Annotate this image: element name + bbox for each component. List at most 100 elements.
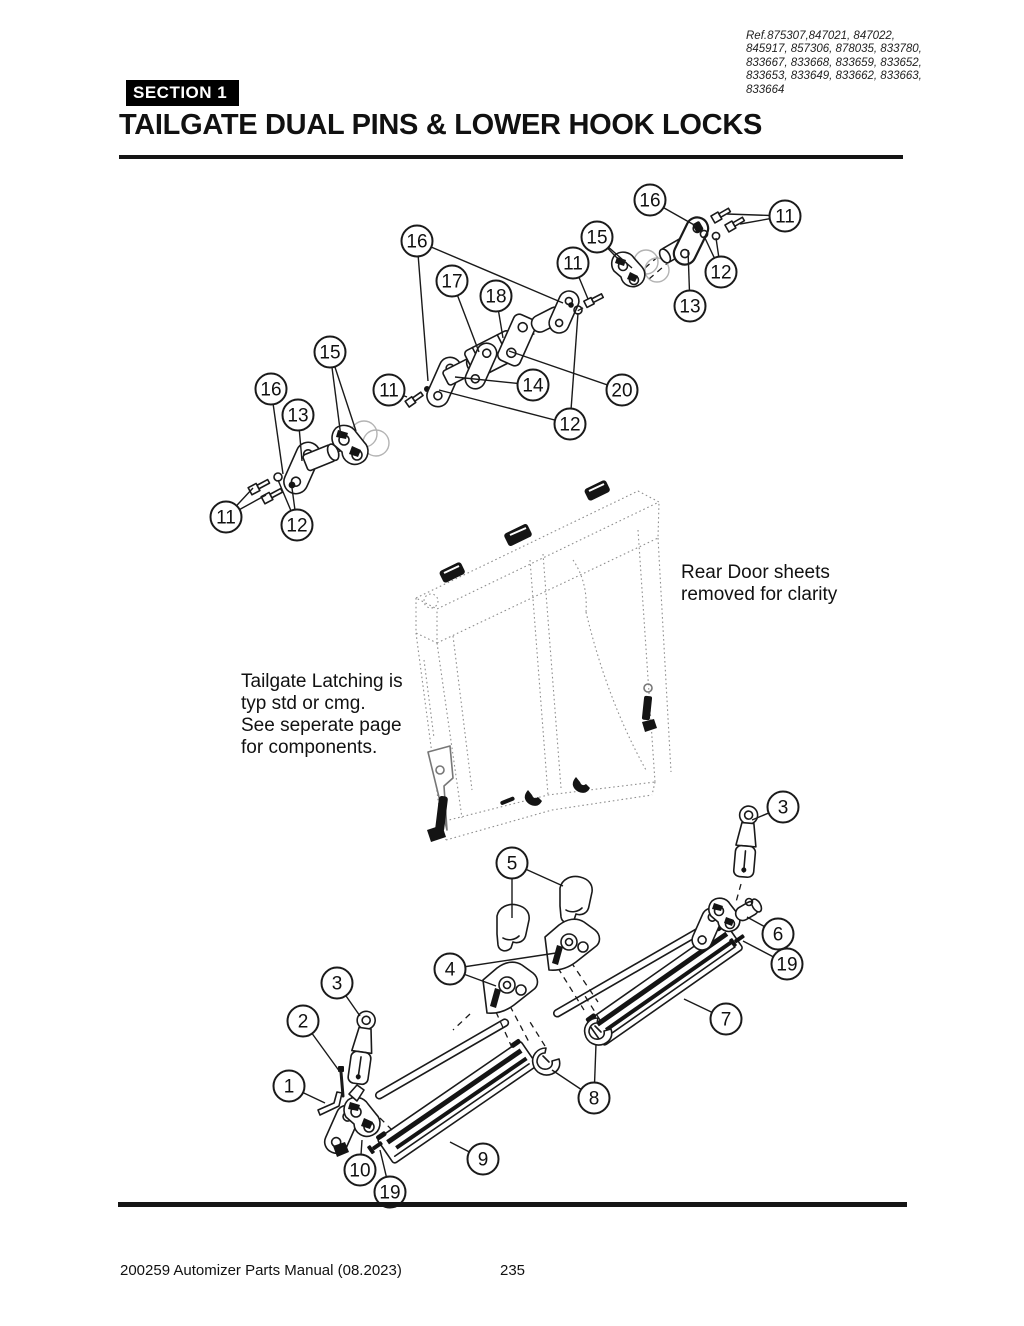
rail-7 bbox=[585, 922, 743, 1046]
svg-text:11: 11 bbox=[775, 207, 795, 228]
note-rear-door: Rear Door sheets removed for clarity bbox=[681, 562, 838, 605]
screw-19-left bbox=[367, 1141, 383, 1155]
svg-text:13: 13 bbox=[679, 297, 700, 318]
svg-text:3: 3 bbox=[332, 974, 343, 995]
svg-text:20: 20 bbox=[611, 381, 632, 402]
rail-9 bbox=[376, 1039, 538, 1164]
hook-left bbox=[531, 1047, 561, 1076]
svg-text:12: 12 bbox=[559, 415, 580, 436]
callout-14: 14 bbox=[516, 368, 550, 402]
svg-text:15: 15 bbox=[586, 228, 607, 249]
callout-19: 19 bbox=[373, 1175, 407, 1209]
footer-text: 200259 Automizer Parts Manual (08.2023) bbox=[120, 1262, 402, 1279]
svg-text:2: 2 bbox=[298, 1012, 309, 1033]
screw-19-right bbox=[729, 934, 745, 948]
leader-line bbox=[449, 952, 557, 970]
svg-text:12: 12 bbox=[710, 263, 731, 284]
callout-7: 7 bbox=[709, 1002, 743, 1036]
callout-16: 16 bbox=[254, 372, 288, 406]
hinge-bracket-right bbox=[544, 918, 601, 971]
svg-text:11: 11 bbox=[379, 381, 399, 402]
callout-9: 9 bbox=[466, 1142, 500, 1176]
lower-hook-assembly bbox=[317, 805, 763, 1164]
svg-text:13: 13 bbox=[287, 406, 308, 427]
leader-line bbox=[438, 389, 571, 425]
callout-19: 19 bbox=[770, 947, 804, 981]
callout-18: 18 bbox=[479, 279, 513, 313]
callout-4: 4 bbox=[433, 952, 467, 986]
callout-3: 3 bbox=[766, 790, 800, 824]
callout-16: 16 bbox=[400, 224, 434, 258]
tube-left bbox=[374, 1018, 510, 1100]
svg-text:1: 1 bbox=[284, 1077, 295, 1098]
svg-text:7: 7 bbox=[721, 1010, 732, 1031]
svg-text:5: 5 bbox=[507, 854, 518, 875]
corner-bumper-right bbox=[559, 875, 593, 924]
svg-text:16: 16 bbox=[260, 380, 281, 401]
pin-assembly-right bbox=[610, 207, 746, 288]
note-tailgate-latching: Tailgate Latching is typ std or cmg. See… bbox=[241, 671, 403, 758]
svg-text:10: 10 bbox=[349, 1161, 370, 1182]
svg-text:19: 19 bbox=[776, 955, 797, 976]
turnbuckle-left bbox=[347, 1010, 376, 1086]
door-frame-latches bbox=[427, 480, 657, 842]
reference-numbers: Ref.875307,847021, 847022, 845917, 85730… bbox=[746, 30, 922, 96]
svg-text:11: 11 bbox=[563, 254, 583, 275]
lower-latch-right bbox=[691, 897, 763, 951]
pin-assembly-left bbox=[247, 390, 424, 505]
lower-latch-left bbox=[323, 1084, 381, 1157]
svg-text:14: 14 bbox=[522, 376, 544, 397]
svg-text:11: 11 bbox=[216, 508, 236, 529]
callout-10: 10 bbox=[343, 1153, 377, 1187]
callout-12: 12 bbox=[553, 407, 587, 441]
callout-12: 12 bbox=[280, 508, 314, 542]
page-title: TAILGATE DUAL PINS & LOWER HOOK LOCKS bbox=[119, 109, 763, 141]
leader-line bbox=[508, 350, 623, 391]
turnbuckle-right bbox=[732, 805, 759, 879]
callout-15: 15 bbox=[313, 335, 347, 369]
door-frame bbox=[414, 490, 672, 841]
callout-11: 11 bbox=[556, 246, 590, 280]
callout-3: 3 bbox=[320, 966, 354, 1000]
callout-11: 11 bbox=[209, 500, 243, 534]
callout-13: 13 bbox=[673, 289, 707, 323]
svg-text:18: 18 bbox=[485, 287, 506, 308]
leader-line bbox=[569, 312, 579, 425]
svg-text:9: 9 bbox=[478, 1150, 489, 1171]
svg-text:16: 16 bbox=[406, 232, 427, 253]
svg-text:16: 16 bbox=[639, 191, 660, 212]
corner-bumper-left bbox=[496, 903, 530, 952]
callout-16: 16 bbox=[633, 183, 667, 217]
svg-text:17: 17 bbox=[441, 272, 462, 293]
footer-rule bbox=[118, 1202, 907, 1207]
svg-text:3: 3 bbox=[778, 798, 789, 819]
callout-20: 20 bbox=[605, 373, 639, 407]
svg-text:6: 6 bbox=[773, 925, 784, 946]
callout-13: 13 bbox=[281, 398, 315, 432]
clip-1 bbox=[317, 1091, 343, 1116]
section-badge: SECTION 1 bbox=[126, 80, 240, 106]
leader-line bbox=[416, 240, 429, 382]
callout-15: 15 bbox=[580, 220, 614, 254]
callout-2: 2 bbox=[286, 1004, 320, 1038]
svg-text:8: 8 bbox=[589, 1089, 600, 1110]
svg-text:19: 19 bbox=[379, 1183, 400, 1204]
callout-1: 1 bbox=[272, 1069, 306, 1103]
leader-line bbox=[416, 240, 564, 304]
callout-17: 17 bbox=[435, 264, 469, 298]
page-number: 235 bbox=[500, 1262, 526, 1279]
hinge-bracket-left bbox=[482, 961, 539, 1014]
callout-11: 11 bbox=[768, 199, 802, 233]
svg-text:12: 12 bbox=[286, 516, 307, 537]
svg-text:4: 4 bbox=[445, 960, 456, 981]
hook-right bbox=[583, 1017, 613, 1046]
callout-11: 11 bbox=[372, 373, 406, 407]
callout-12: 12 bbox=[704, 255, 738, 289]
pin-assembly-middle bbox=[424, 290, 605, 408]
svg-text:15: 15 bbox=[319, 343, 340, 364]
title-rule bbox=[119, 155, 903, 159]
callout-5: 5 bbox=[495, 846, 529, 880]
